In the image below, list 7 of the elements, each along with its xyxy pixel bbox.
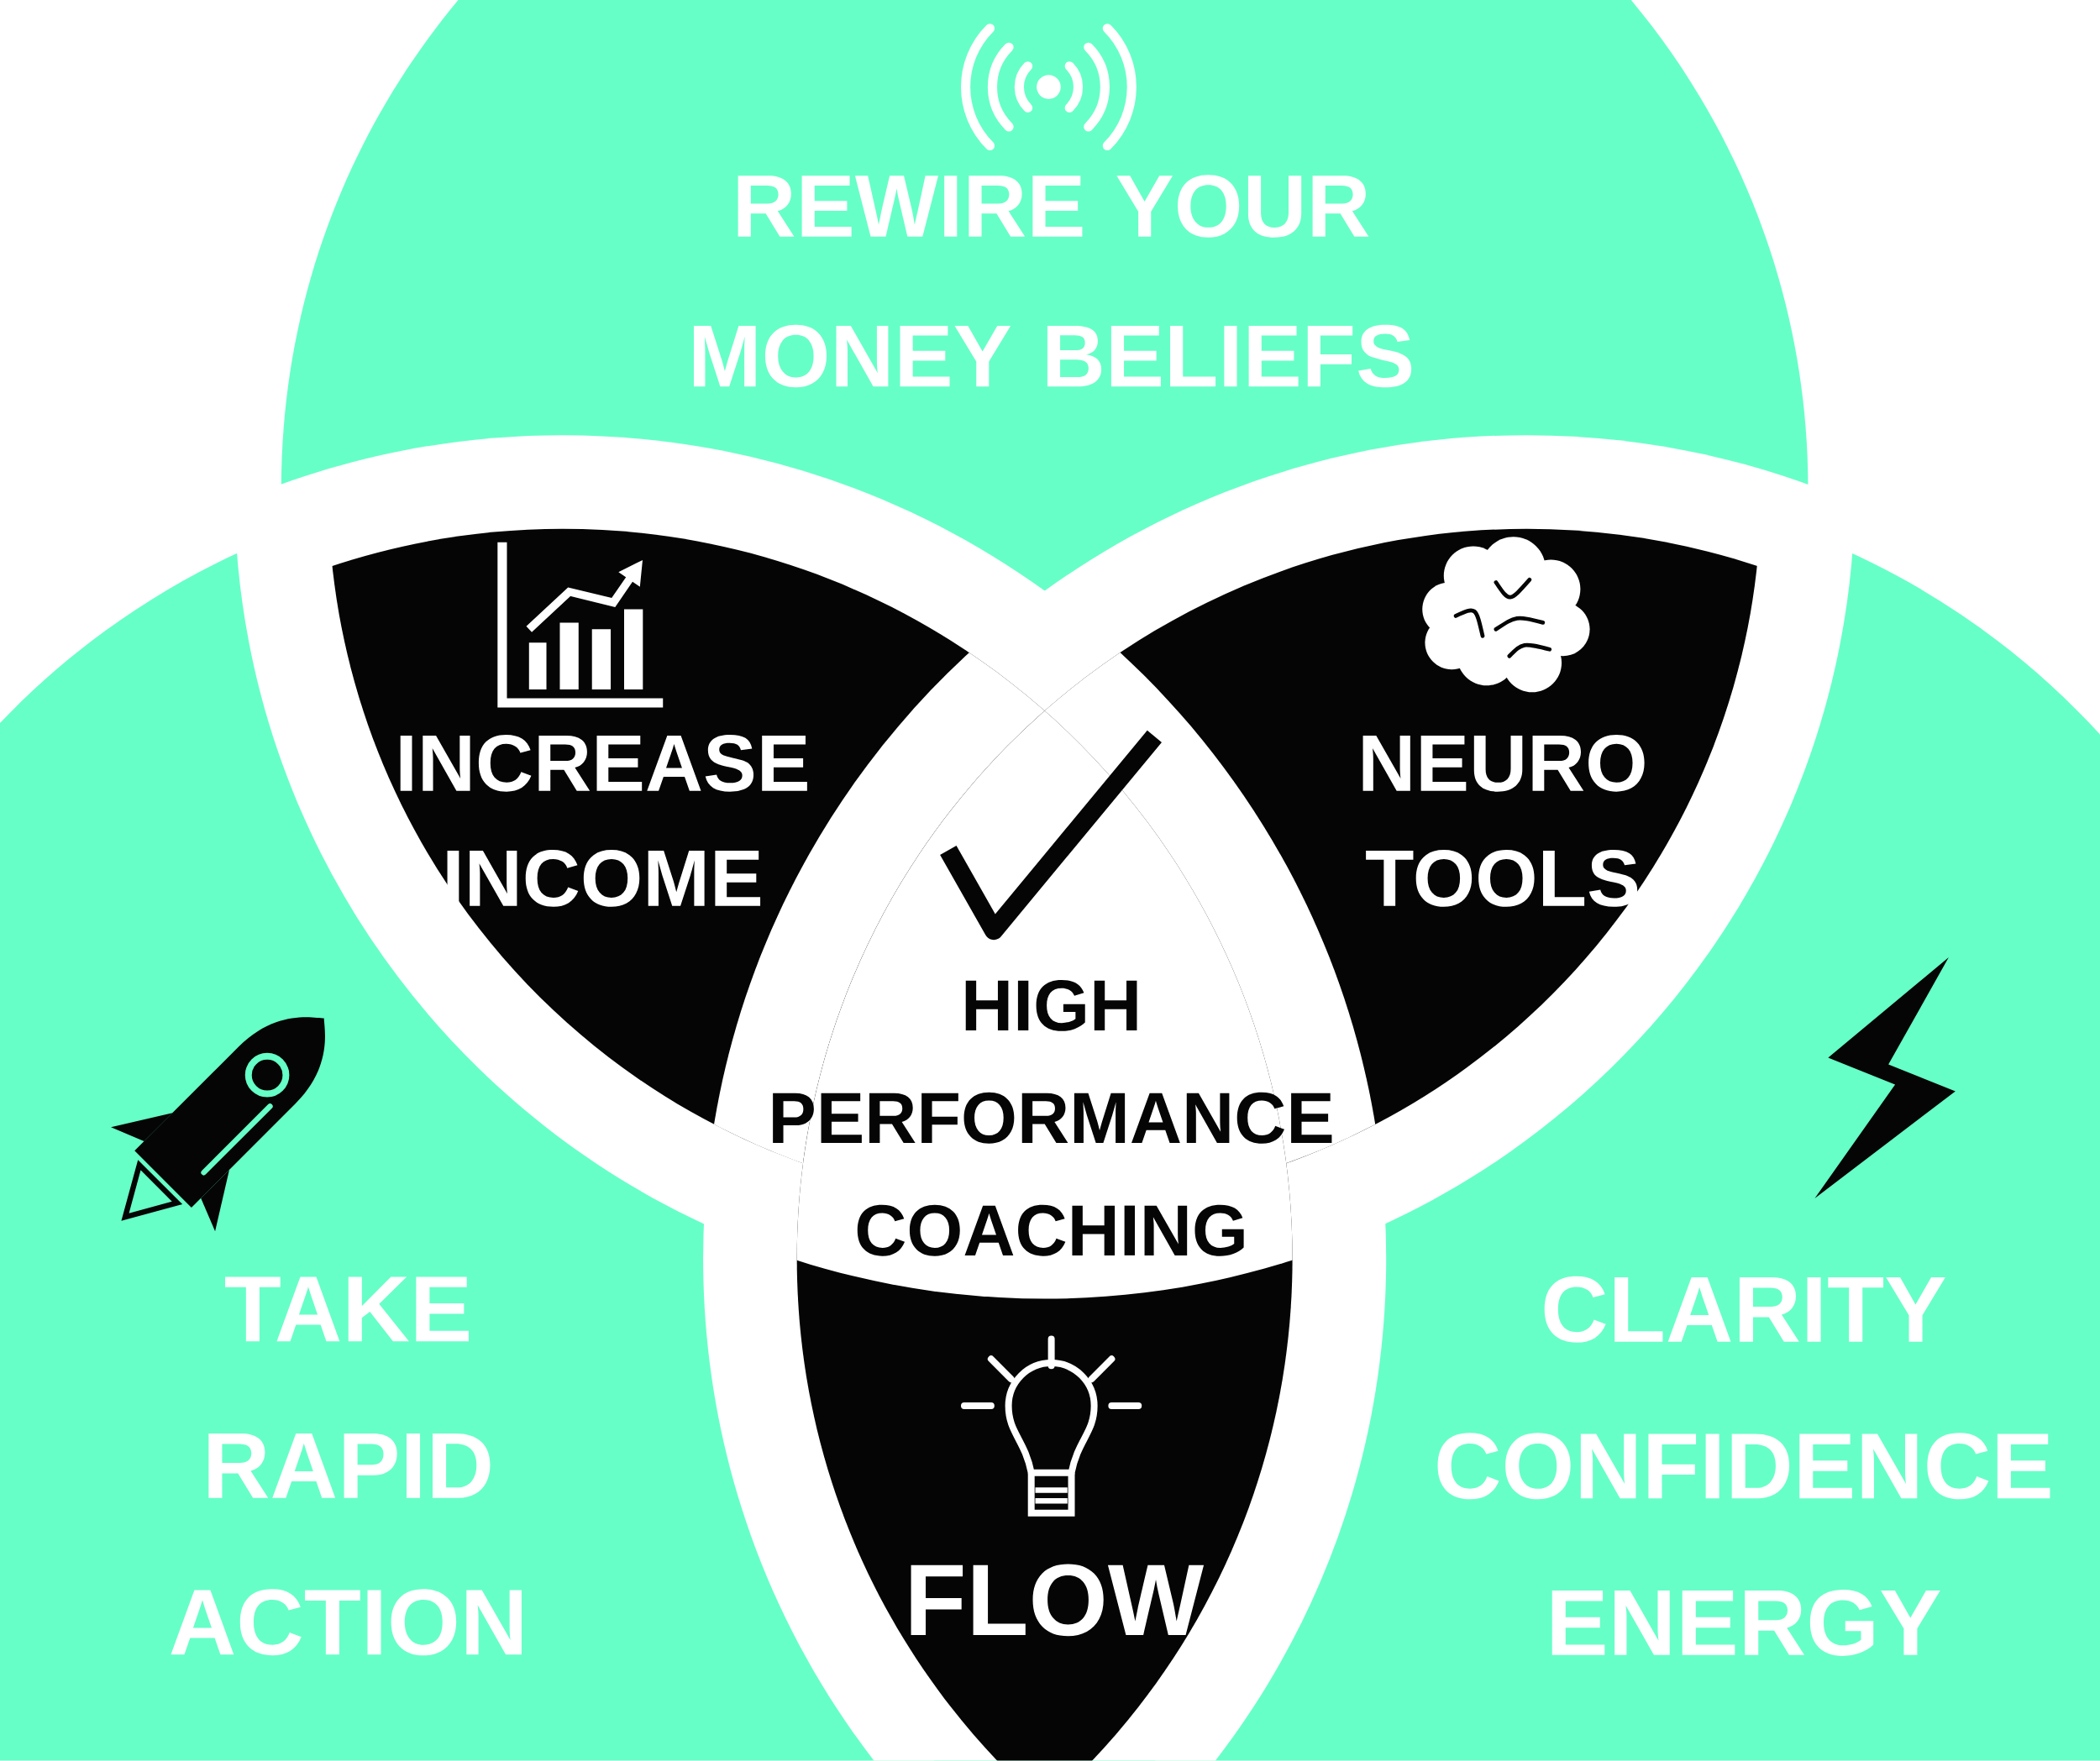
region-label: TAKE RAPID ACTION (171, 1276, 522, 1656)
region-label: CLARITY CONFIDENCE ENERGY (1437, 1276, 2050, 1657)
region-label: INCREASE INCOME (400, 735, 807, 907)
region-label: HIGH PERFORMANCE COACHING (773, 980, 1332, 1256)
region-label: REWIRE YOUR MONEY BELIEFS (694, 175, 1412, 388)
region-label: NEURO TOOLS (1362, 735, 1645, 907)
region-label: FLOW (911, 1564, 1205, 1637)
